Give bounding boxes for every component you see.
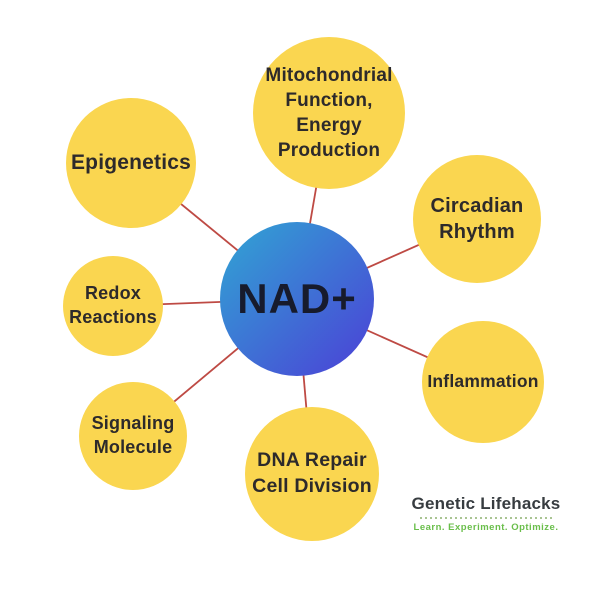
node-redox-reactions: Redox Reactions: [63, 256, 163, 356]
logo-tagline: Learn. Experiment. Optimize.: [413, 522, 559, 533]
logo-name: Genetic Lifehacks: [411, 494, 561, 513]
genetic-lifehacks-logo: Genetic Lifehacks Learn. Experiment. Opt…: [408, 494, 564, 533]
node-epigenetics-label: Epigenetics: [70, 151, 192, 175]
node-epigenetics: Epigenetics: [66, 98, 196, 228]
node-center-nad: NAD+: [220, 222, 374, 376]
node-circadian-label: Circadian Rhythm: [430, 194, 524, 243]
logo-divider: [420, 517, 552, 519]
node-inflammation: Inflammation: [422, 321, 544, 443]
center-nad-label: NAD+: [237, 275, 357, 323]
node-mitochondrial-label: Mitochondrial Function, Energy Productio…: [265, 64, 393, 162]
node-mitochondrial-function: Mitochondrial Function, Energy Productio…: [253, 37, 405, 189]
node-dna-label: DNA Repair Cell Division: [252, 449, 372, 497]
node-dna-repair: DNA Repair Cell Division: [245, 407, 379, 541]
node-signaling-molecule: Signaling Molecule: [79, 382, 187, 490]
node-signaling-label: Signaling Molecule: [91, 413, 175, 457]
node-redox-label: Redox Reactions: [69, 283, 157, 327]
node-circadian-rhythm: Circadian Rhythm: [413, 155, 541, 283]
node-inflammation-label: Inflammation: [427, 371, 539, 392]
